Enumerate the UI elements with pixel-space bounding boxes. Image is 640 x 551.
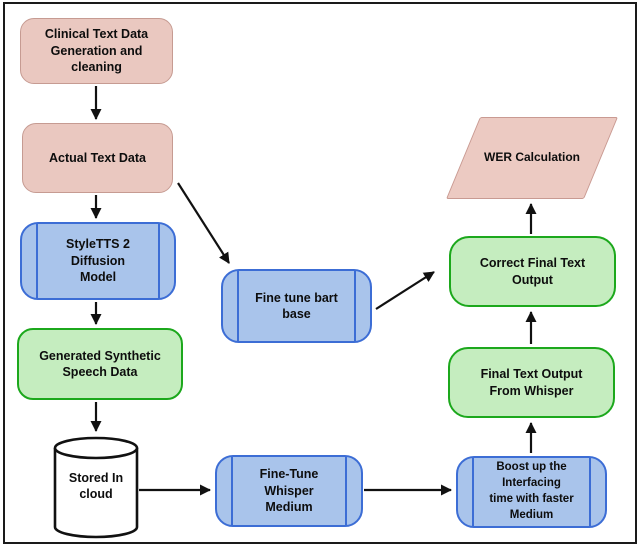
subroutine-line	[589, 458, 591, 526]
subroutine-line	[345, 457, 347, 525]
node-boost-interfacing-time: Boost up the Interfacing time with faste…	[456, 456, 607, 528]
subroutine-line	[472, 458, 474, 526]
node-actual-text-data: Actual Text Data	[22, 123, 173, 193]
subroutine-line	[231, 457, 233, 525]
subroutine-line	[158, 224, 160, 298]
node-label: StyleTTS 2 Diffusion Model	[66, 237, 130, 285]
node-stored-in-cloud: Stored In cloud	[68, 470, 124, 502]
node-generated-synthetic-speech: Generated Synthetic Speech Data	[17, 328, 183, 400]
node-clinical-text-generation: Clinical Text Data Generation and cleani…	[20, 18, 173, 84]
node-label: Fine tune bart base	[255, 290, 338, 322]
node-wer-calculation: WER Calculation	[446, 117, 618, 199]
node-label: Boost up the Interfacing time with faste…	[489, 461, 574, 521]
node-fine-tune-whisper-medium: Fine-Tune Whisper Medium	[215, 455, 363, 527]
node-label: Fine-Tune Whisper Medium	[259, 467, 319, 515]
node-label: WER Calculation	[484, 150, 581, 165]
subroutine-line	[354, 271, 356, 341]
database-cylinder-shape	[53, 436, 139, 539]
node-styletts2-diffusion-model: StyleTTS 2 Diffusion Model	[20, 222, 176, 300]
subroutine-line	[237, 271, 239, 341]
subroutine-line	[36, 224, 38, 298]
node-correct-final-text-output: Correct Final Text Output	[449, 236, 616, 307]
node-fine-tune-bart-base: Fine tune bart base	[221, 269, 372, 343]
node-final-text-output-whisper: Final Text Output From Whisper	[448, 347, 615, 418]
